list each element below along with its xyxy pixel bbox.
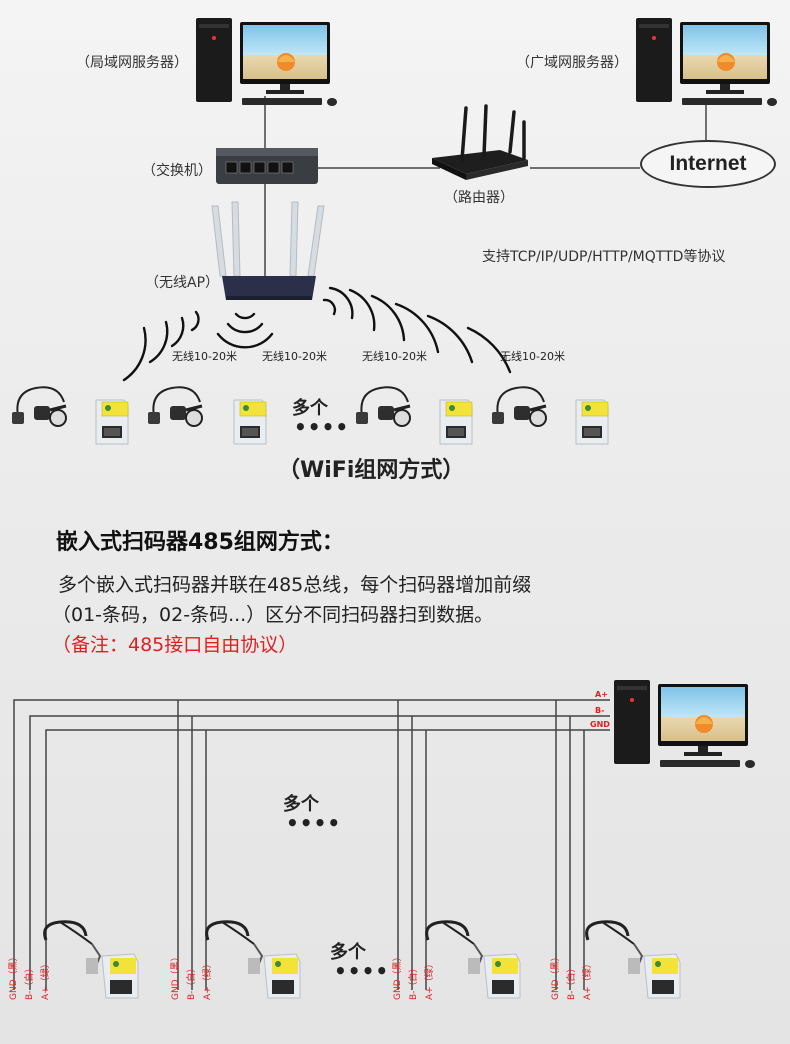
wifi-node-1 <box>10 385 129 445</box>
wireless-ap-device <box>211 201 325 300</box>
rs485-node-2 <box>205 920 302 1000</box>
rs485-description-line2: （01-条码，02-条码...）区分不同扫码器扫到数据。 <box>52 604 494 626</box>
wire-label-b: B-（白） <box>25 963 35 1000</box>
wire-label-gnd: GND（黑） <box>551 952 561 1000</box>
signal-label-gnd: GND <box>590 720 610 729</box>
wireless-range-label: 无线10-20米 <box>362 350 427 363</box>
protocols-label: 支持TCP/IP/UDP/HTTP/MQTTD等协议 <box>482 249 726 265</box>
wireless-ap-label: （无线AP） <box>145 275 220 291</box>
wire-label-b: B-（白） <box>409 963 419 1000</box>
lan-server-pc <box>196 18 337 106</box>
dots-indicator: •••• <box>294 415 350 439</box>
wire-label-b: B-（白） <box>187 963 197 1000</box>
lan-server-label: （局域网服务器） <box>76 55 188 71</box>
wire-label-a: A+（绿） <box>425 959 435 1000</box>
wire-label-a: A+（绿） <box>41 959 51 1000</box>
internet-cloud: Internet <box>640 140 776 188</box>
wan-server-label: （广域网服务器） <box>516 55 628 71</box>
rs485-bus-lines <box>13 699 610 990</box>
many-more-label: 多个 <box>292 398 328 419</box>
wireless-range-label: 无线10-20米 <box>172 350 237 363</box>
rs485-section-title: 嵌入式扫码器485组网方式： <box>56 530 344 555</box>
wan-server-pc <box>636 18 777 106</box>
many-more-label: 多个 <box>330 942 366 963</box>
dots-indicator: •••• <box>334 959 390 983</box>
router-label: （路由器） <box>444 190 514 206</box>
switch-device <box>216 148 318 184</box>
many-more-label: 多个 <box>283 794 319 815</box>
router-device <box>432 104 528 180</box>
wire-label-a: A+（绿） <box>583 959 593 1000</box>
bus-host-pc <box>614 680 755 768</box>
wire-label-gnd: GND（黑） <box>393 952 403 1000</box>
wifi-network-title: （WiFi组网方式） <box>278 458 465 483</box>
rs485-node-1 <box>43 920 140 1000</box>
wifi-node-2 <box>146 385 267 445</box>
rs485-note: （备注：485接口自由协议） <box>52 634 298 656</box>
wifi-node-4 <box>490 385 609 445</box>
wire-label-b: B-（白） <box>567 963 577 1000</box>
signal-label-b: B- <box>595 706 605 715</box>
signal-label-a: A+ <box>595 690 608 699</box>
wireless-range-label: 无线10-20米 <box>262 350 327 363</box>
wifi-signal-arcs <box>122 286 512 382</box>
rs485-node-4 <box>585 920 682 1000</box>
rs485-description-line1: 多个嵌入式扫码器并联在485总线，每个扫码器增加前缀 <box>58 574 532 596</box>
wire-label-a: A+（绿） <box>203 959 213 1000</box>
dots-indicator: •••• <box>286 811 342 835</box>
rs485-node-3 <box>425 920 522 1000</box>
wire-label-gnd: GND（黑） <box>9 952 19 1000</box>
switch-label: （交换机） <box>142 163 212 179</box>
wire-label-gnd: GND（黑） <box>171 952 181 1000</box>
wifi-node-3 <box>354 385 473 445</box>
wireless-range-label: 无线10-20米 <box>500 350 565 363</box>
